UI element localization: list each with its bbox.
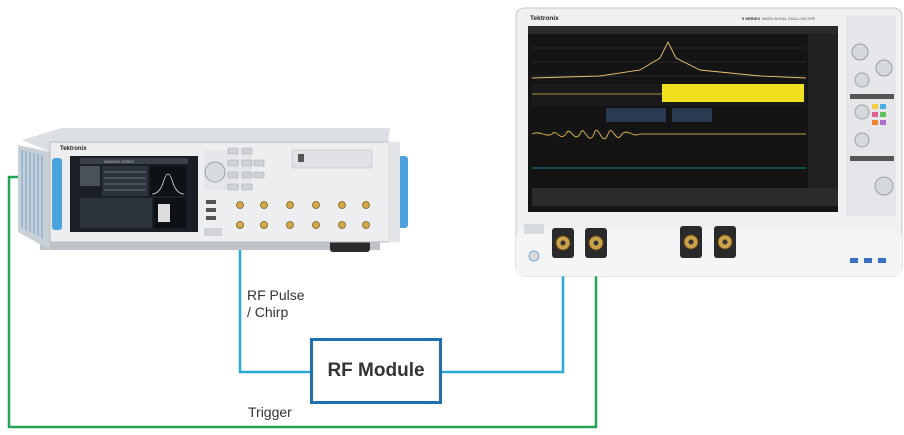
awg-instrument: Tektronix AWG5000 SERIES: [18, 128, 408, 252]
scope-series-text: 5 SERIES: [742, 16, 760, 21]
scope-subtitle-text: MIXED SIGNAL OSCILLOSCOPE: [762, 17, 816, 21]
awg-brand-text: Tektronix: [60, 146, 87, 152]
wire-rf-in: [238, 225, 310, 374]
scope-channel-inputs: [552, 226, 736, 258]
trigger-label: Trigger: [248, 404, 292, 420]
wire-rf-out: [442, 252, 565, 374]
rf-pulse-label: RF Pulse / Chirp: [247, 287, 305, 320]
scope-brand-text: Tektronix: [530, 15, 559, 22]
rf-module-box: RF Module: [310, 338, 442, 404]
oscilloscope: Tektronix 5 SERIES MIXED SIGNAL OSCILLOS…: [515, 7, 903, 277]
awg-model-text: AWG5000 SERIES: [104, 160, 134, 164]
wire-trigger: [7, 175, 598, 429]
awg-connectors: [236, 201, 370, 229]
rf-module-label: RF Module: [327, 360, 425, 381]
awg-knob: [204, 161, 226, 183]
